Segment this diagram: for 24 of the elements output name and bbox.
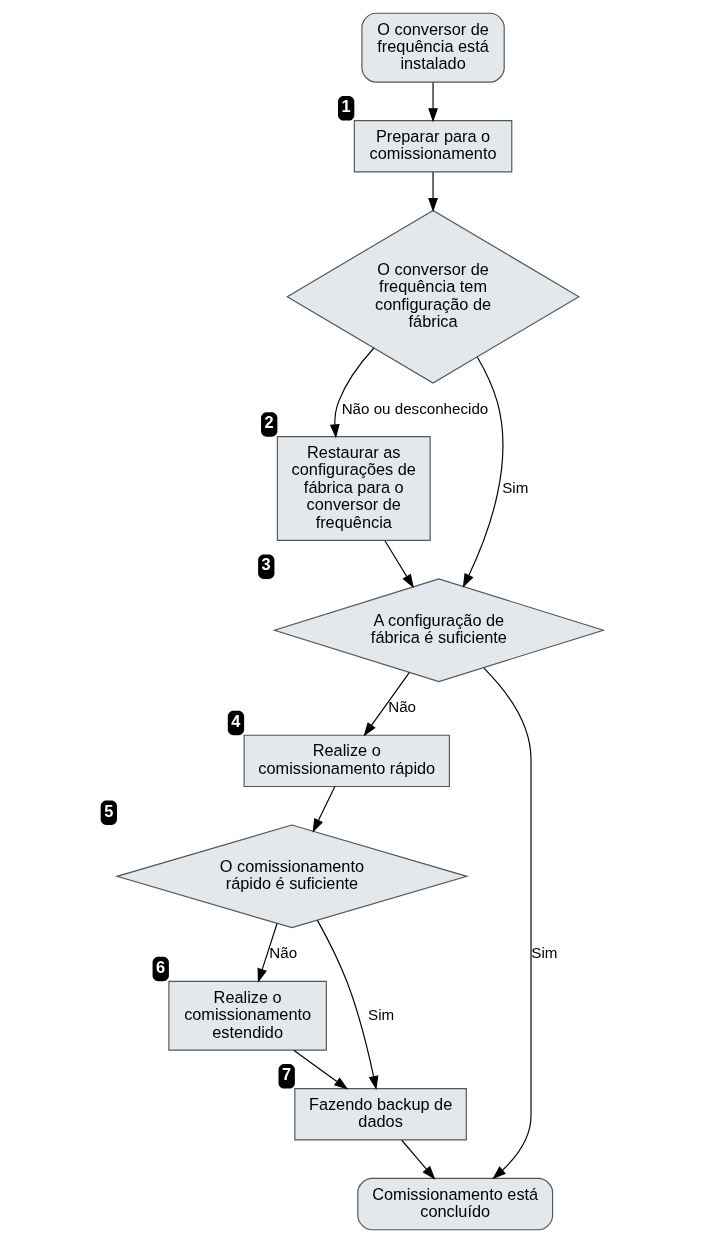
arrow [401, 1139, 436, 1180]
arrow [462, 356, 504, 588]
arrow [257, 922, 278, 983]
arrow [428, 171, 438, 212]
node-label: 3 [261, 555, 271, 574]
node-label: 6 [156, 957, 166, 976]
node-diamond: O conversor de frequência tem configuração de fábrica [286, 209, 580, 384]
node-label: 2 [264, 413, 274, 432]
node-label: 5 [104, 801, 114, 820]
arrow [428, 81, 438, 123]
edge-label: Sim [368, 1005, 395, 1023]
edge-label: Sim [531, 944, 558, 962]
arrow [316, 919, 379, 1090]
arrow [329, 347, 375, 439]
node-label: 7 [282, 1065, 292, 1084]
arrow [483, 667, 532, 1180]
node-box: O conversor de frequência está instalado [361, 12, 505, 83]
node-label: 1 [341, 97, 351, 116]
arrow [384, 540, 414, 589]
node-box: Comissionamento está concluído [357, 1177, 554, 1231]
arrow [312, 786, 336, 833]
edge-label: Sim [502, 478, 529, 496]
arrow [363, 672, 410, 737]
node-label: 4 [231, 711, 241, 730]
